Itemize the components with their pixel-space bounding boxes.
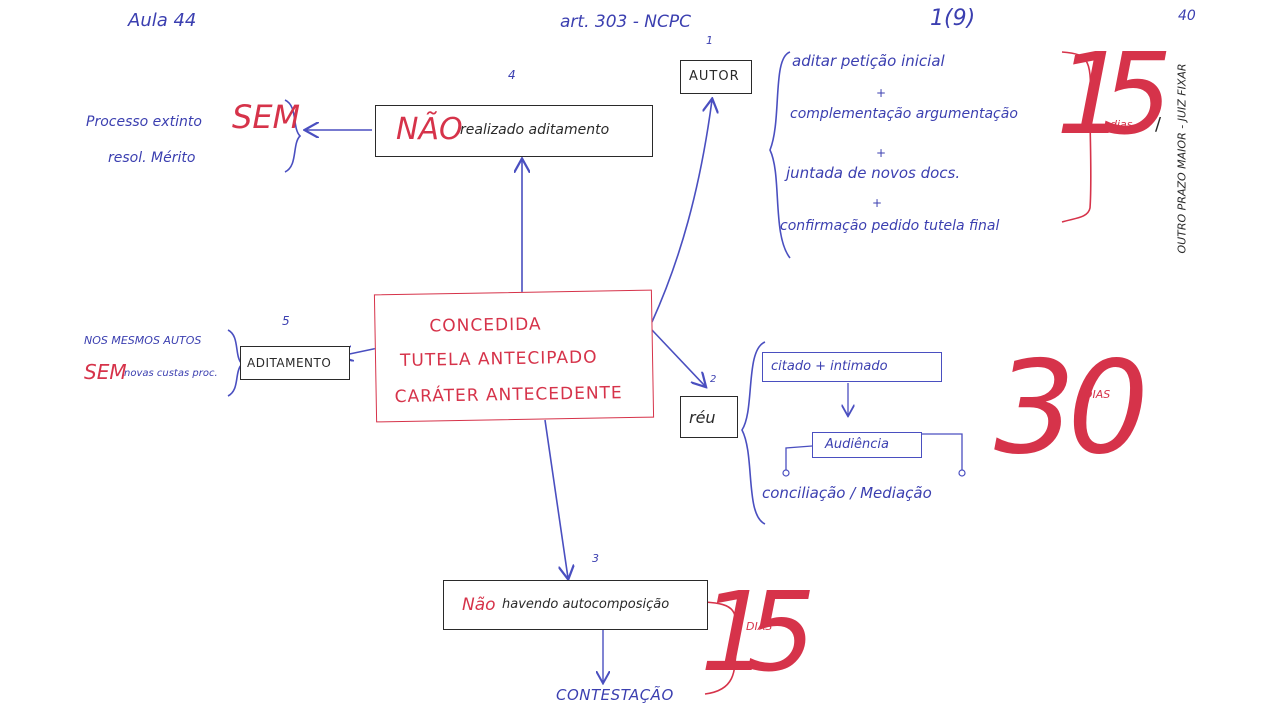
page-number: 1(9) (930, 6, 976, 31)
brace-top-left-note (284, 99, 302, 173)
red-bracket-bottom (704, 601, 738, 695)
autor-label: AUTOR (689, 69, 740, 84)
mesmos-autos-note: NOS MESMOS AUTOS (84, 334, 202, 347)
autor-prazo-dias: dias (1110, 118, 1133, 131)
brace-autor-items (769, 51, 791, 259)
autor-box: AUTOR (680, 60, 752, 94)
aditamento-box: ADITAMENTO (240, 346, 350, 380)
conciliacao-mediacao-label: conciliação / Mediação (762, 484, 932, 502)
step-number-2: 2 (710, 374, 717, 385)
nao-aditamento-text: realizado aditamento (460, 122, 610, 138)
step-number-5: 5 (282, 314, 290, 328)
step-number-4: 4 (508, 68, 516, 82)
reu-box: réu (680, 396, 738, 438)
aula-label: Aula 44 (128, 10, 197, 31)
processo-extinto-note: Processo extinto (86, 114, 202, 130)
carater-antecedente-label: CARÁTER ANTECEDENTE (394, 383, 623, 408)
bottom-prazo-dias: DIAS (746, 620, 773, 633)
reu-label: réu (689, 408, 716, 427)
sem-mark-left: SEM (84, 360, 127, 384)
autor-item-2: complementação argumentação (790, 106, 1018, 122)
autor-plus-1: + (876, 86, 887, 100)
citado-intimado-box: citado + intimado (762, 352, 942, 382)
red-bracket-autor (1061, 51, 1092, 223)
step-number-1: 1 (706, 34, 713, 47)
sem-mark-top: SEM (232, 98, 301, 136)
contestacao-label: CONTESTAÇÃO (556, 686, 674, 704)
aditamento-label: ADITAMENTO (247, 356, 332, 370)
tutela-antecipada-box: CONCEDIDA TUTELA ANTECIPADO CARÁTER ANTE… (373, 289, 655, 423)
autor-item-4: confirmação pedido tutela final (780, 218, 1000, 234)
reu-prazo-30: 30 (994, 334, 1149, 483)
citado-intimado-label: citado + intimado (771, 359, 888, 374)
nao-autocomposicao-box: Não havendo autocomposição (443, 580, 708, 630)
novas-custas-note: novas custas proc. (124, 368, 218, 379)
nao-prefix-top: NÃO (396, 112, 463, 147)
resol-merito-note: resol. Mérito (108, 150, 196, 166)
tutela-antecipado-label: TUTELA ANTECIPADO (399, 347, 598, 371)
slash-mark: / (1155, 114, 1162, 135)
reu-prazo-dias: DIAS (1084, 388, 1111, 401)
arrow-to-autor (651, 100, 712, 323)
vertical-note: OUTRO PRAZO MAIOR - JUIZ FIXAR (1175, 63, 1189, 254)
audiencia-label: Audiência (825, 437, 889, 452)
autor-plus-3: + (872, 196, 883, 210)
arrow-to-reu (651, 329, 705, 386)
nao-aditamento-box: NÃO realizado aditamento (375, 105, 653, 157)
corner-number: 40 (1178, 8, 1196, 24)
concedida-label: CONCEDIDA (429, 314, 542, 337)
branch-end-right (958, 469, 966, 477)
audiencia-branch-lines (785, 433, 963, 470)
step-number-3: 3 (592, 552, 599, 565)
autor-item-3: juntada de novos docs. (786, 164, 961, 182)
nao-prefix-bottom: Não (462, 595, 496, 615)
arrow-to-nao-autocomposicao (544, 419, 568, 578)
autor-prazo-15: 15 (1056, 30, 1172, 160)
autor-plus-2: + (876, 146, 887, 160)
audiencia-box: Audiência (812, 432, 922, 458)
brace-reu-items (741, 341, 766, 525)
nao-autocomposicao-text: havendo autocomposição (502, 597, 670, 612)
branch-end-left (782, 469, 790, 477)
autor-item-1: aditar petição inicial (792, 52, 945, 70)
article-reference: art. 303 - NCPC (560, 12, 691, 32)
